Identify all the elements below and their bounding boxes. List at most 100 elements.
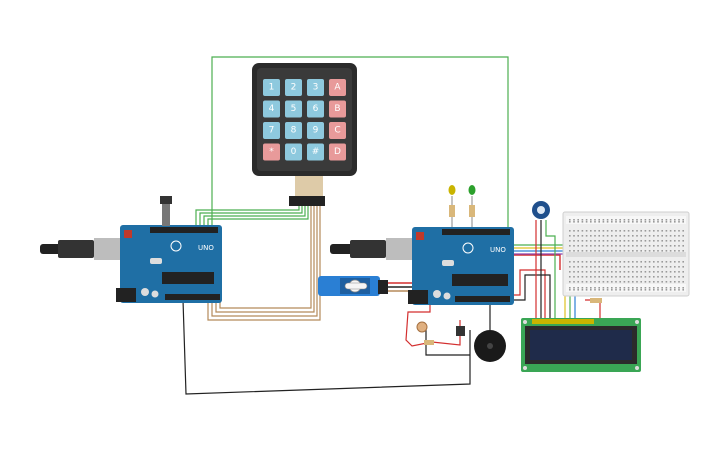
arduino-left-crystal <box>150 258 162 264</box>
breadboard-hole <box>632 287 634 289</box>
keypad-key-0-2[interactable] <box>307 79 324 96</box>
breadboard-hole <box>644 245 647 247</box>
breadboard-hole <box>669 235 672 237</box>
keypad-key-label: 9 <box>313 126 319 136</box>
arduino-right-logo <box>462 242 474 254</box>
breadboard-hole <box>602 287 605 289</box>
breadboard-hole <box>585 221 588 223</box>
breadboard-hole <box>606 289 609 291</box>
keypad-key-2-3[interactable] <box>329 122 346 139</box>
breadboard-hole <box>573 289 575 291</box>
breadboard-hole <box>657 271 659 273</box>
breadboard-hole <box>573 245 575 247</box>
breadboard-hole <box>674 261 676 263</box>
breadboard-hole <box>678 240 680 242</box>
keypad-key-3-0[interactable] <box>263 143 280 161</box>
breadboard-hole <box>644 266 647 268</box>
keypad-key-2-1[interactable] <box>285 122 302 139</box>
breadboard-hole <box>585 250 588 252</box>
breadboard-hole <box>653 281 655 283</box>
breadboard-hole <box>615 250 617 252</box>
breadboard-hole <box>682 261 684 263</box>
breadboard-hole <box>606 235 609 237</box>
breadboard-hole <box>577 289 579 291</box>
breadboard-hole <box>657 230 659 232</box>
breadboard-hole <box>636 289 638 291</box>
wire-red-ldr-loop <box>405 290 461 347</box>
breadboard-hole <box>661 276 663 278</box>
breadboard-hole <box>623 235 626 237</box>
arduino-right-model: UNO <box>490 246 506 254</box>
breadboard-hole <box>657 276 659 278</box>
keypad-key-1-3[interactable] <box>329 100 346 118</box>
keypad-key-2-0[interactable] <box>263 122 280 139</box>
breadboard-hole <box>682 240 684 242</box>
breadboard-hole <box>590 276 592 278</box>
keypad-key-0-1[interactable] <box>285 79 302 96</box>
breadboard-hole <box>590 235 592 237</box>
breadboard-hole <box>678 250 680 252</box>
breadboard-hole <box>581 245 584 247</box>
breadboard-hole <box>623 240 626 242</box>
breadboard-hole <box>573 266 575 268</box>
breadboard-hole <box>648 281 651 283</box>
breadboard-hole <box>657 240 659 242</box>
breadboard-hole <box>627 281 630 283</box>
breadboard-hole <box>577 221 579 223</box>
keypad-key-1-1[interactable] <box>285 100 302 118</box>
breadboard-hole <box>657 235 659 237</box>
breadboard-hole <box>602 266 605 268</box>
keypad-key-0-3[interactable] <box>329 79 346 96</box>
breadboard-hole <box>657 250 659 252</box>
keypad-key-3-3[interactable] <box>329 143 346 161</box>
breadboard-hole <box>648 289 651 291</box>
keypad-key-1-2[interactable] <box>307 100 324 118</box>
lcd-hole-3 <box>523 366 527 370</box>
breadboard-hole <box>640 221 642 223</box>
keypad-key-label: 3 <box>313 83 319 93</box>
breadboard-hole <box>627 289 630 291</box>
breadboard-hole <box>653 245 655 247</box>
keypad-key-0-0[interactable] <box>263 79 280 96</box>
breadboard-hole <box>653 287 655 289</box>
breadboard-hole <box>665 235 668 237</box>
resistor-led-2 <box>469 205 475 217</box>
breadboard-hole <box>640 250 642 252</box>
keypad-key-3-1[interactable] <box>285 143 302 161</box>
arduino-left-model: UNO <box>198 244 214 252</box>
breadboard-hole <box>585 235 588 237</box>
pot-knob <box>537 206 545 214</box>
keypad-key-label: * <box>269 147 274 157</box>
breadboard-hole <box>674 266 676 268</box>
breadboard-hole <box>640 287 642 289</box>
breadboard-hole <box>611 221 613 223</box>
breadboard-hole <box>648 240 651 242</box>
usb-plug-right <box>350 240 386 258</box>
keypad-key-label: 5 <box>291 104 297 114</box>
keypad-key-3-2[interactable] <box>307 143 324 161</box>
breadboard-hole <box>573 230 575 232</box>
breadboard-hole <box>627 250 630 252</box>
breadboard-rail-bottom <box>566 284 686 292</box>
breadboard-hole <box>611 230 613 232</box>
keypad-key-1-0[interactable] <box>263 100 280 118</box>
breadboard-hole <box>611 250 613 252</box>
breadboard-hole <box>569 287 571 289</box>
breadboard-hole <box>640 230 642 232</box>
breadboard-hole <box>573 287 575 289</box>
breadboard-hole <box>644 219 647 221</box>
breadboard-hole <box>619 271 621 273</box>
breadboard-hole <box>682 230 684 232</box>
breadboard-hole <box>657 245 659 247</box>
breadboard-hole <box>678 245 680 247</box>
breadboard-hole <box>665 266 668 268</box>
breadboard-hole <box>627 235 630 237</box>
breadboard-hole <box>653 235 655 237</box>
keypad-key-2-2[interactable] <box>307 122 324 139</box>
breadboard-hole <box>657 289 659 291</box>
breadboard-hole <box>640 276 642 278</box>
breadboard-hole <box>619 219 621 221</box>
breadboard-hole <box>636 281 638 283</box>
breadboard-hole <box>623 230 626 232</box>
breadboard-hole <box>602 221 605 223</box>
